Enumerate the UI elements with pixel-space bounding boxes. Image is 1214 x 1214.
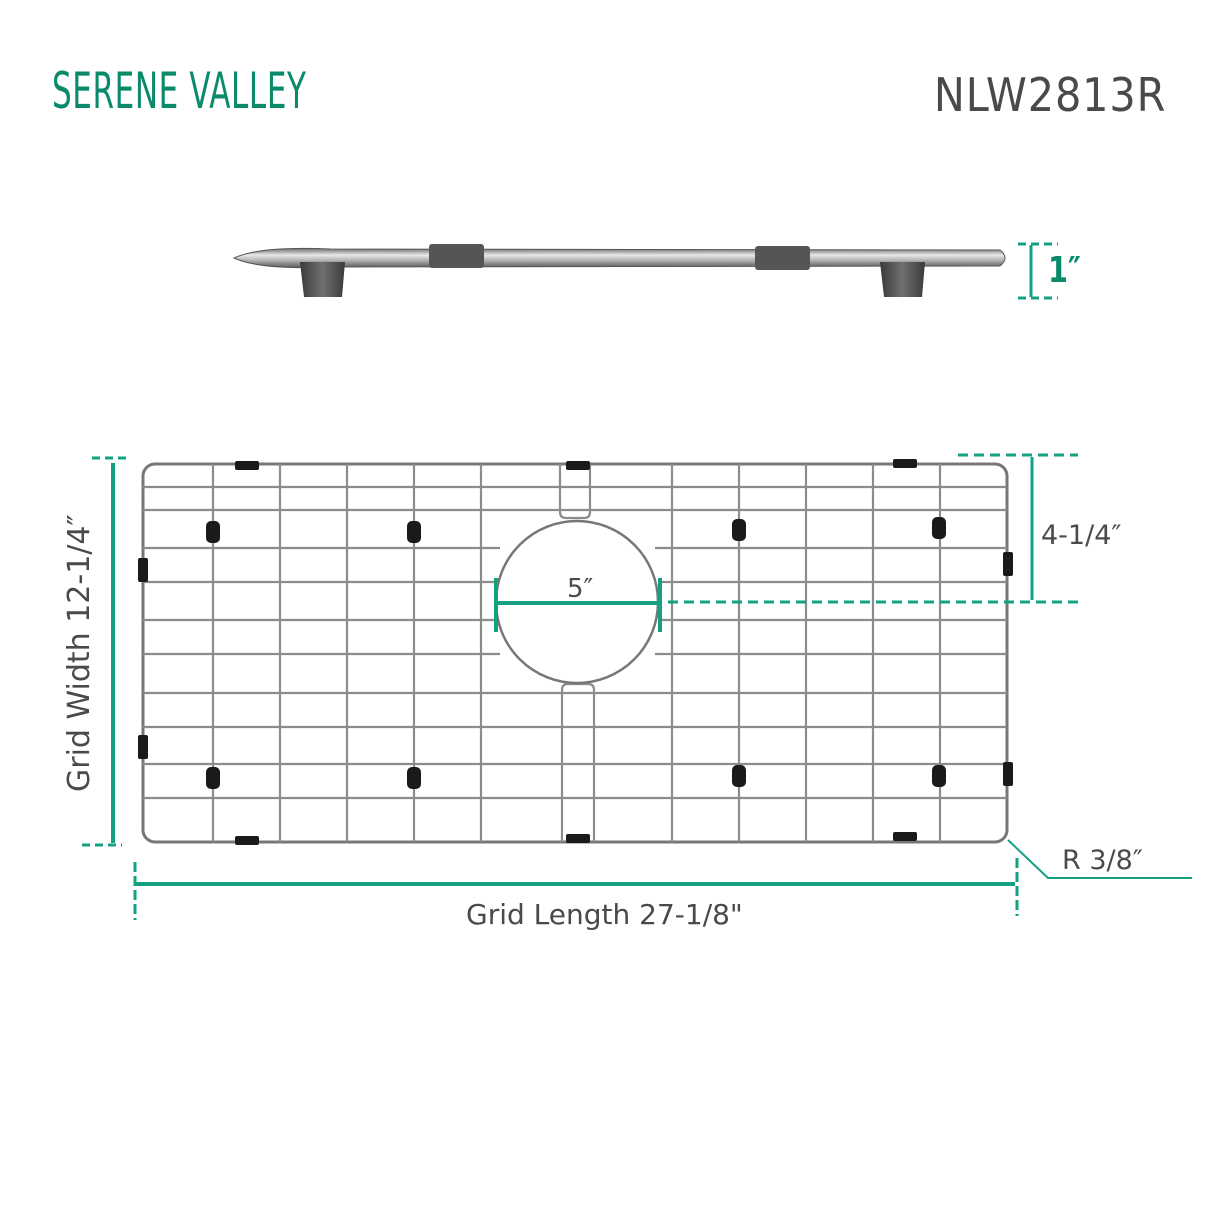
grid-width-label: Grid Width 12-1/4″ (62, 514, 97, 792)
brand-logo: SERENE VALLEY (52, 62, 307, 120)
height-label: 1″ (1048, 250, 1081, 291)
side-view (232, 242, 1058, 300)
dimension-lines (82, 453, 1192, 920)
grid-length-label: Grid Length 27-1/8" (466, 898, 743, 931)
rubber-clips (138, 459, 1013, 845)
corner-radius-label: R 3/8″ (1062, 845, 1143, 876)
model-number: NLW2813R (933, 68, 1166, 122)
grid-top-view (141, 462, 1009, 844)
drain-diameter-label: 5″ (567, 574, 594, 604)
drain-offset-label: 4-1/4″ (1041, 520, 1122, 551)
